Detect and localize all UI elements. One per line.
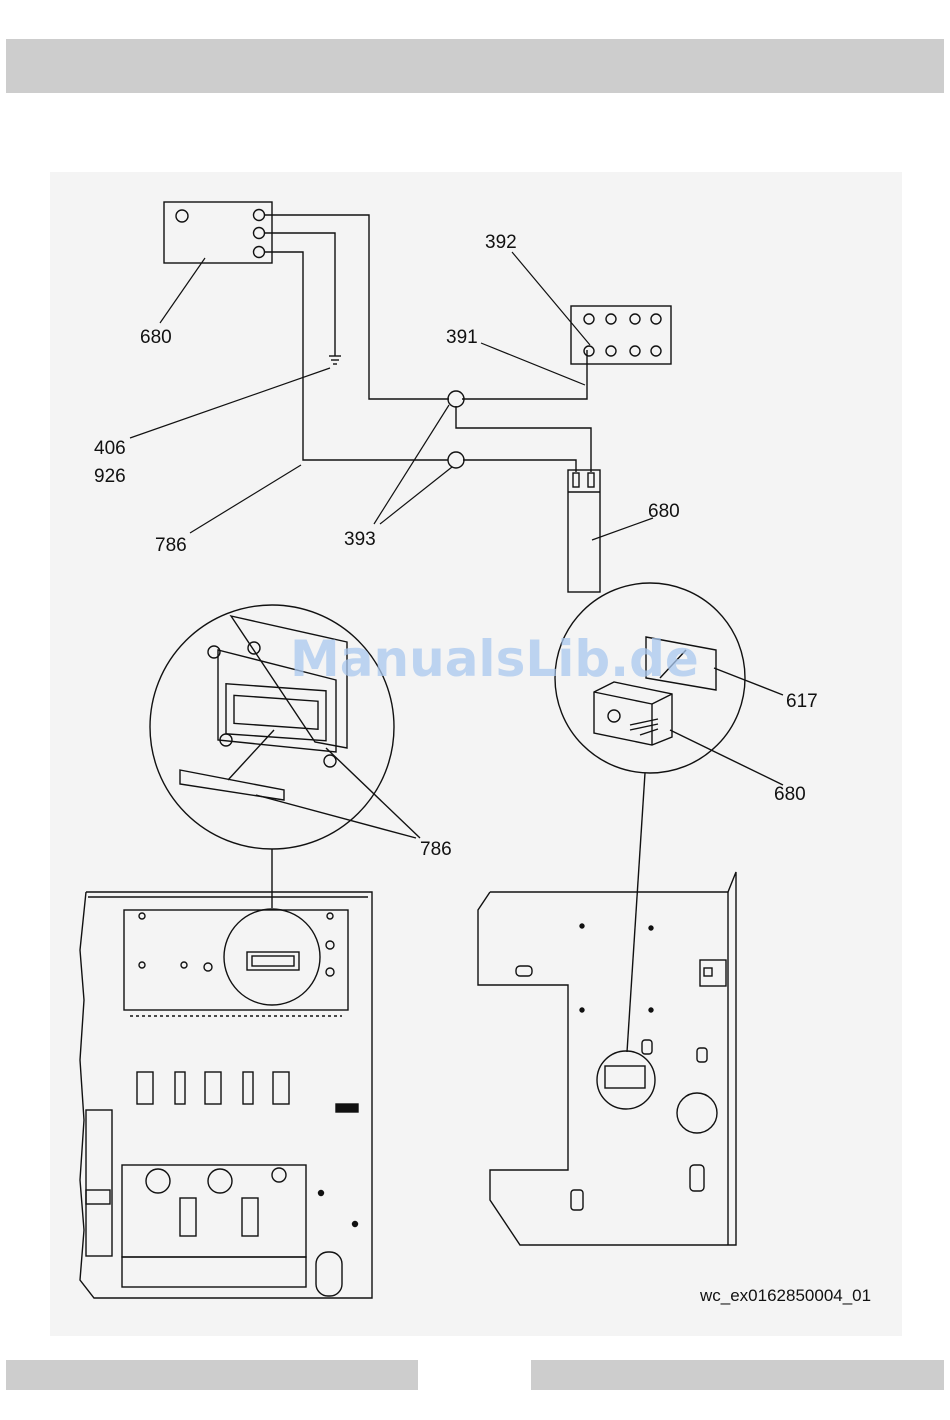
label-wire-391: 391 xyxy=(446,327,478,348)
label-relay-right: 680 xyxy=(648,501,680,522)
relay-box-top xyxy=(164,202,272,263)
label-terminal-392: 392 xyxy=(485,232,517,253)
label-relay-top: 680 xyxy=(140,327,172,348)
figure-code: wc_ex0162850004_01 xyxy=(699,1286,871,1305)
ground-symbol xyxy=(329,356,341,364)
label-cover-617: 617 xyxy=(786,691,818,712)
label-ground-406: 406 xyxy=(94,438,126,459)
connector-circle-lower xyxy=(448,452,464,468)
label-relay-detail: 680 xyxy=(774,784,806,805)
wires xyxy=(265,215,591,472)
relay-box-right xyxy=(568,470,600,592)
terminal-block xyxy=(571,306,671,364)
control-panel-right xyxy=(478,872,736,1245)
label-display-786: 786 xyxy=(420,839,452,860)
label-wire-786-top: 786 xyxy=(155,535,187,556)
footer-bar-right xyxy=(531,1360,944,1390)
control-panel-left xyxy=(80,892,372,1298)
connector-circle-upper xyxy=(448,391,464,407)
label-ground-926: 926 xyxy=(94,466,126,487)
label-connectors-393: 393 xyxy=(344,529,376,550)
footer-bar-left xyxy=(6,1360,418,1390)
watermark: ManualsLib.de xyxy=(290,630,699,688)
leader-lines xyxy=(130,252,653,540)
